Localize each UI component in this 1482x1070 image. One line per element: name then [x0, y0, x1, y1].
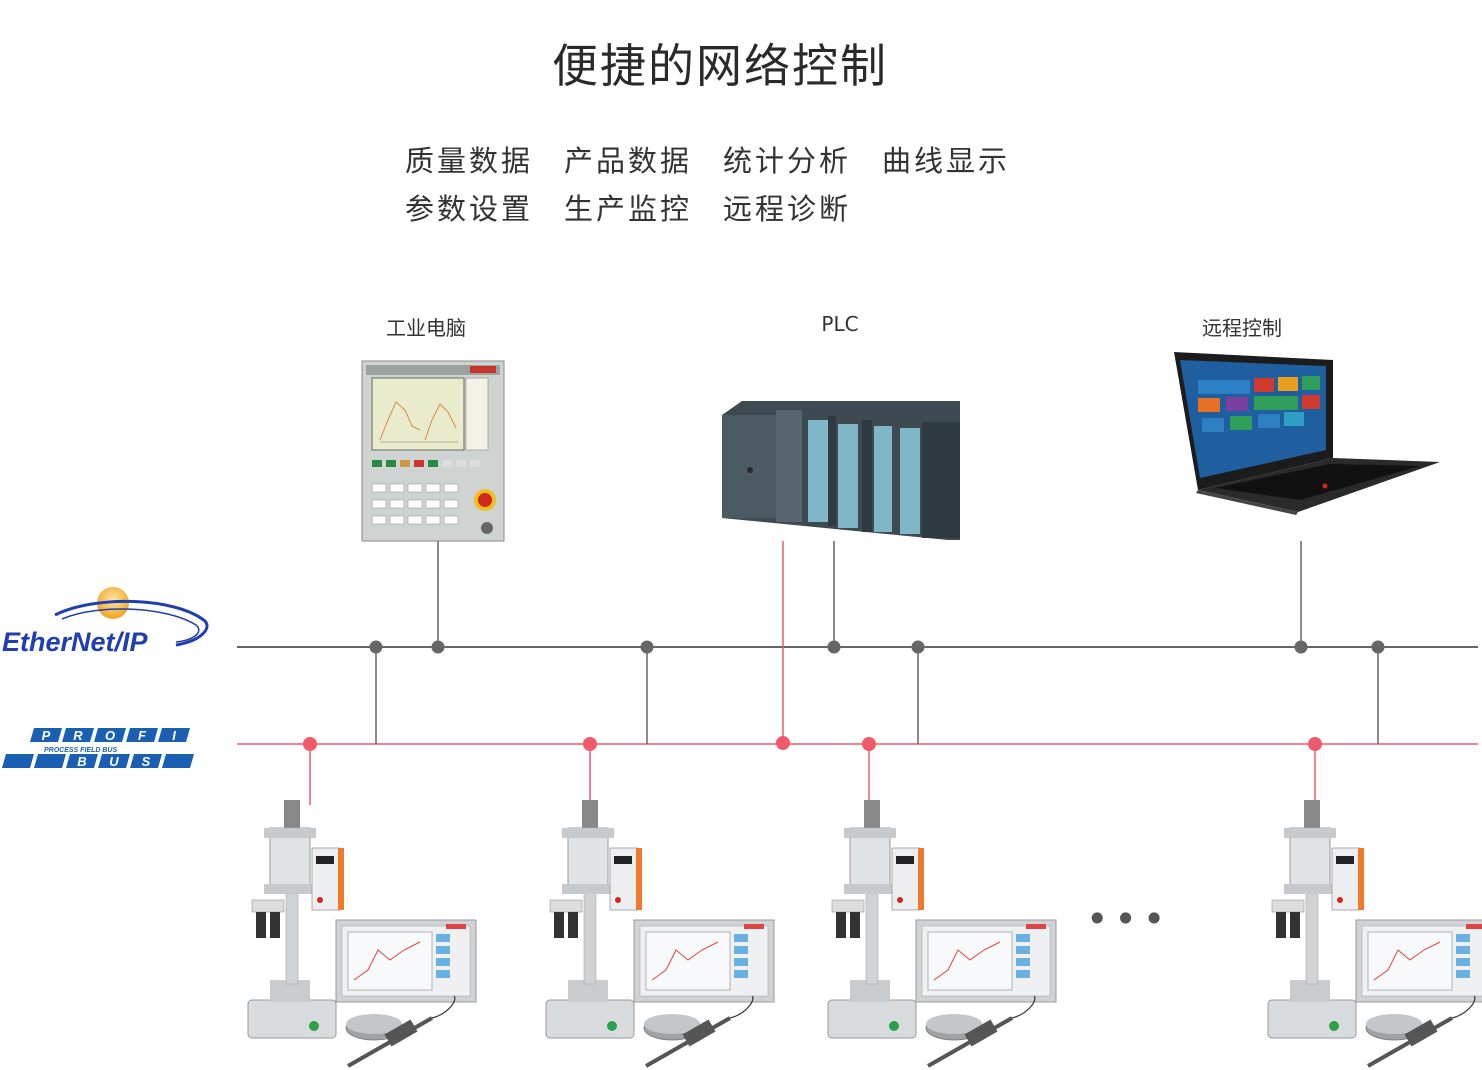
ethernet-ip-logo: EtherNet/IP	[0, 585, 220, 660]
ethernet-node	[369, 640, 383, 654]
profibus-node	[303, 737, 317, 751]
svg-text:F: F	[138, 728, 147, 743]
ipc-label: 工业电脑	[386, 316, 466, 340]
plc-device	[722, 401, 960, 540]
svg-text:PROCESS FIELD BUS: PROCESS FIELD BUS	[44, 747, 117, 754]
feature-row-2: 参数设置 生产监控 远程诊断	[405, 183, 1105, 231]
ethernet-node	[827, 640, 841, 654]
svg-text:P: P	[42, 728, 51, 743]
page-title: 便捷的网络控制	[552, 39, 888, 93]
plc-label: PLC	[821, 312, 859, 336]
svg-text:O: O	[105, 728, 115, 743]
svg-text:I: I	[172, 728, 176, 743]
feature-item: 远程诊断	[723, 192, 852, 226]
profibus-node	[862, 737, 876, 751]
profibus-nodes	[303, 736, 1322, 751]
profibus-logo: P R O F I B U S PROCESS FIELD BUS	[0, 722, 220, 782]
more-units-ellipsis: •••	[1086, 897, 1172, 941]
ethernet-node	[1294, 640, 1308, 654]
ethernet-node	[640, 640, 654, 654]
feature-item: 参数设置	[405, 192, 534, 226]
feature-item: 生产监控	[564, 192, 693, 226]
svg-text:U: U	[109, 754, 119, 769]
laptop-device	[1174, 352, 1440, 515]
svg-text:R: R	[73, 728, 83, 743]
profibus-node	[583, 737, 597, 751]
ethernet-nodes	[369, 640, 1385, 654]
ethernet-node	[911, 640, 925, 654]
feature-item: 统计分析	[723, 144, 852, 178]
press-unit-3	[826, 798, 1058, 1068]
svg-text:S: S	[142, 754, 151, 769]
press-unit-1	[246, 798, 478, 1068]
ethernet-node	[1371, 640, 1385, 654]
ethernet-node	[431, 640, 445, 654]
svg-text:B: B	[77, 754, 86, 769]
feature-list: 质量数据 产品数据 统计分析 曲线显示 参数设置 生产监控 远程诊断	[405, 135, 1105, 231]
ethernet-logo-text: EtherNet/IP	[2, 627, 149, 657]
profibus-node	[776, 736, 790, 750]
press-unit-2	[544, 798, 776, 1068]
feature-item: 质量数据	[405, 144, 534, 178]
feature-item: 产品数据	[564, 144, 693, 178]
profibus-node	[1308, 737, 1322, 751]
feature-item: 曲线显示	[882, 144, 1011, 178]
industrial-pc	[361, 360, 505, 542]
feature-row-1: 质量数据 产品数据 统计分析 曲线显示	[405, 135, 1105, 183]
remote-label: 远程控制	[1202, 316, 1282, 340]
press-unit-4	[1266, 798, 1482, 1068]
